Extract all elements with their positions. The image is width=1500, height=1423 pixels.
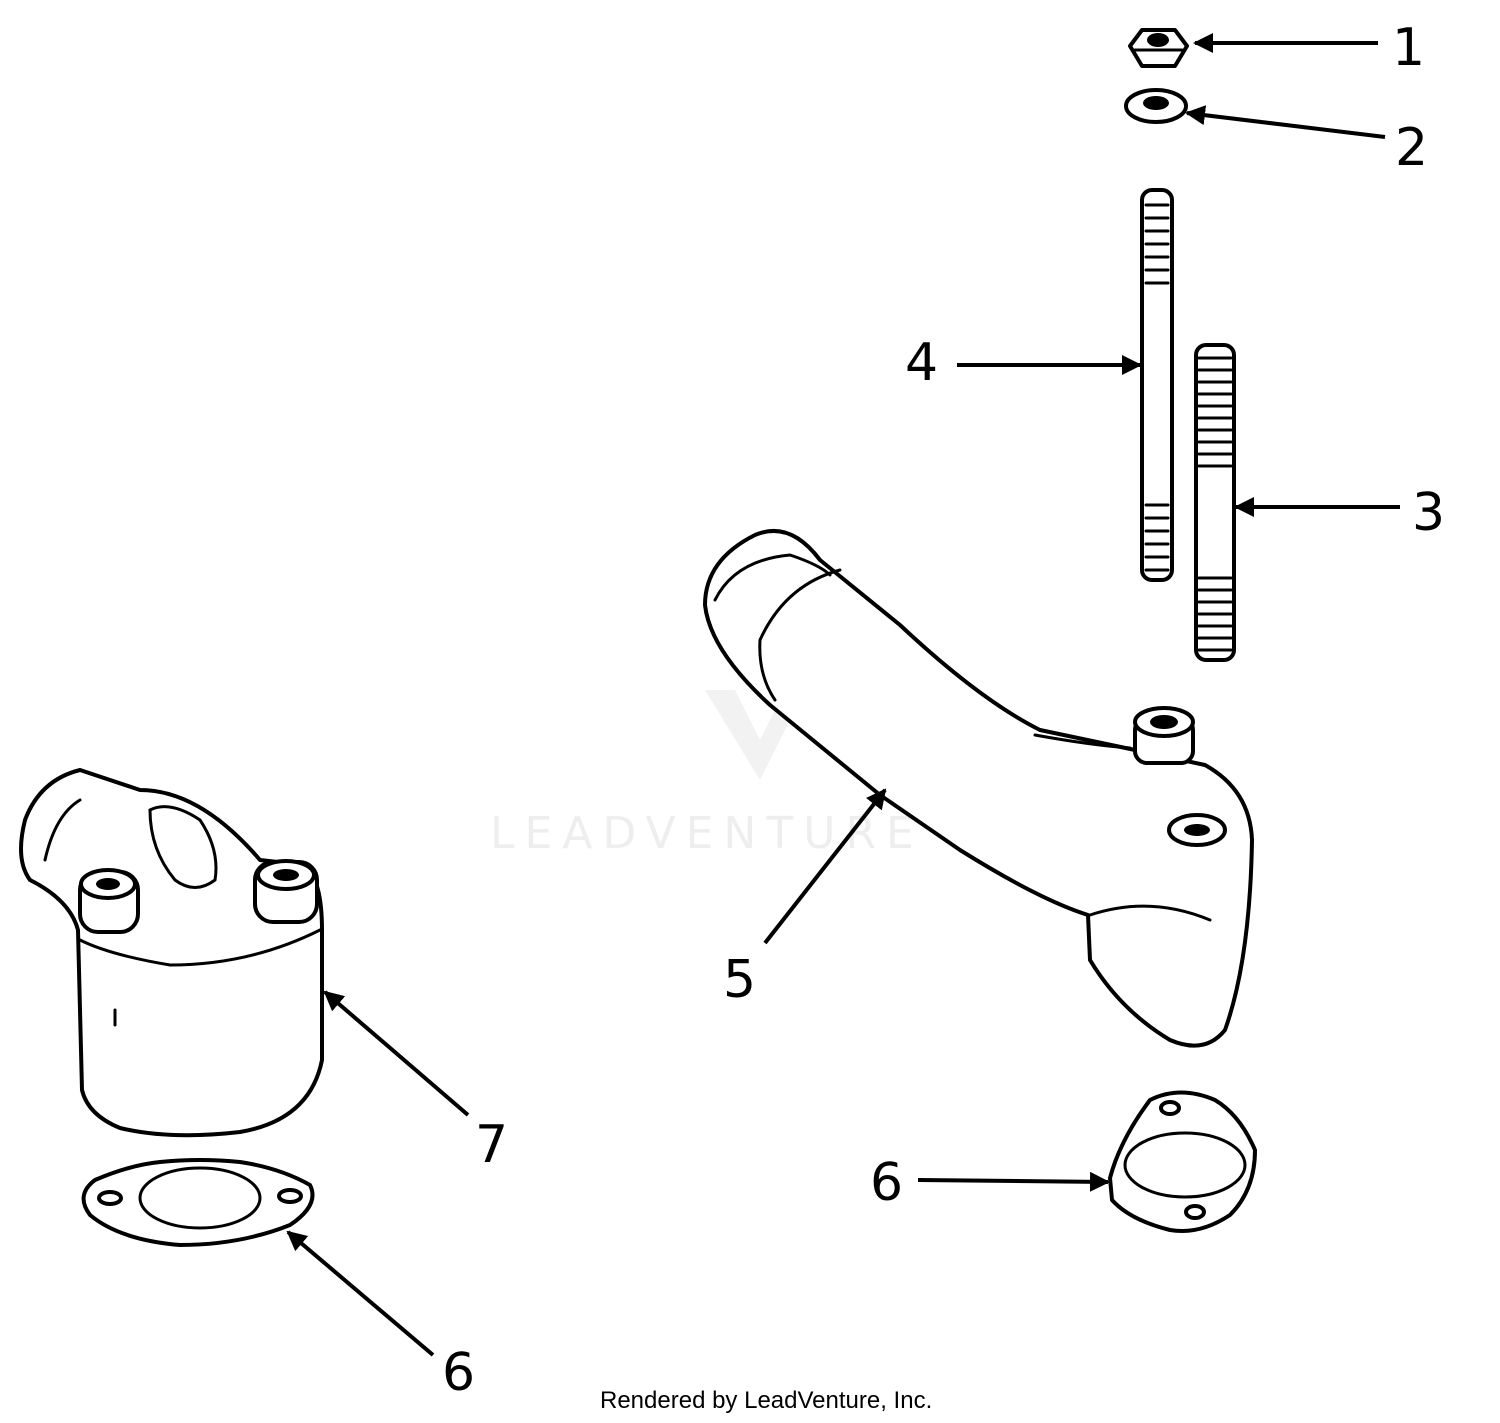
part-nut — [1128, 28, 1189, 68]
footer-credit: Rendered by LeadVenture, Inc. — [600, 1387, 932, 1414]
callout-5: 5 — [723, 950, 756, 1010]
callout-labels: 1 2 3 4 5 6 6 7 — [442, 18, 1445, 1403]
leader-lines — [286, 33, 1400, 1357]
callout-6-right: 6 — [870, 1153, 903, 1213]
part-long-stud — [1140, 188, 1174, 582]
callout-1: 1 — [1392, 18, 1425, 78]
callout-4: 4 — [905, 333, 938, 393]
part-elbow-pipe — [703, 528, 1254, 1048]
leader-2 — [1185, 105, 1386, 139]
leader-7 — [323, 990, 470, 1117]
leader-6-right — [917, 1171, 1110, 1192]
callout-3: 3 — [1412, 483, 1445, 543]
part-outlet-housing — [19, 768, 324, 1138]
leader-5 — [763, 788, 887, 945]
callout-6-left: 6 — [442, 1343, 475, 1403]
watermark-text: LEADVENTURE — [490, 808, 924, 859]
callout-2: 2 — [1395, 118, 1428, 178]
part-short-stud — [1194, 343, 1236, 662]
callout-7: 7 — [475, 1115, 508, 1175]
leader-6-left — [286, 1230, 435, 1357]
part-gasket-right — [1108, 1090, 1257, 1233]
part-washer — [1124, 88, 1188, 124]
part-gasket-left — [81, 1158, 315, 1247]
